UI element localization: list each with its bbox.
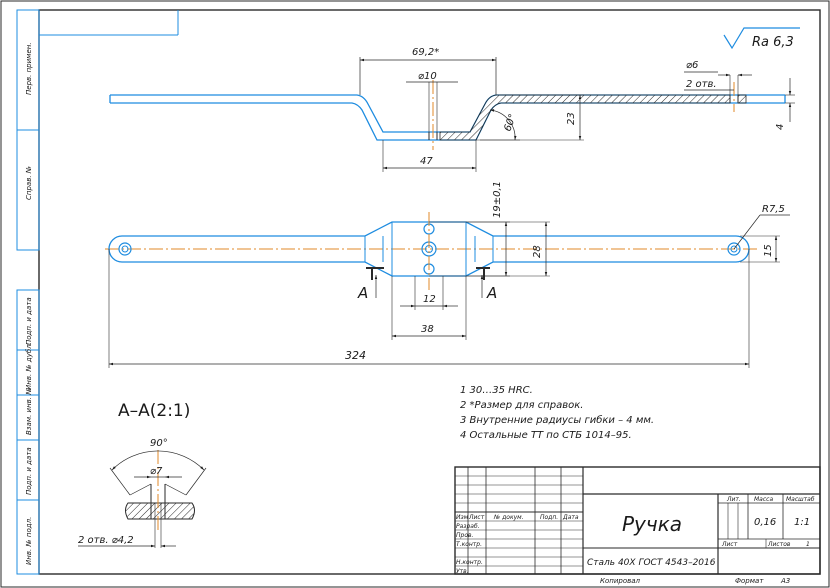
note-1: 1 30…35 HRC. [460,385,533,396]
dim-19: 19±0,1 [492,181,503,218]
row-utv: Утв. [456,568,469,575]
col-date: Дата [562,514,579,521]
side-labels: Перв. примен. Справ. № Подп. и дата Инв.… [25,42,33,565]
mass-label: Масса [754,496,773,503]
side-label-vzam: Взам. инв. № [25,387,33,435]
side-view: 69,2* ⌀10 ⌀6 2 отв. 23 4 47 60° [109,47,795,172]
dim-4: 4 [775,124,786,130]
note-4: 4 Остальные ТТ по СТБ 1014–95. [460,430,632,441]
roughness-sign: Ra 6,3 [723,27,800,50]
note-2: 2 *Размер для справок. [460,400,583,411]
section-title: A–A(2:1) [118,401,190,421]
format-value: А3 [780,577,790,585]
scale-value: 1:1 [794,517,810,528]
side-label-inv-dubl: Инв. № дубл. [25,342,33,390]
section-mark-left: A [357,284,368,302]
side-label-podp2: Подп. и дата [25,447,33,495]
lit-label: Лит. [726,496,741,503]
part-name: Ручка [622,512,682,536]
col-doc: № докум. [493,514,524,521]
dim-d10: ⌀10 [418,71,437,82]
dim-d6: ⌀6 [686,60,698,71]
note-3: 3 Внутренние радиусы гибки – 4 мм. [460,414,654,426]
hole-left [118,242,132,256]
technical-notes: 1 30…35 HRC. 2 *Размер для справок. 3 Вн… [460,385,654,441]
title-block: Изм Лист № докум. Подп. Дата Разраб. Про… [454,466,821,585]
row-razrab: Разраб. [456,523,480,530]
side-label-sprav: Справ. № [25,166,33,200]
section-a-a: A–A(2:1) 90° ⌀7 2 отв. ⌀4,2 [78,401,207,548]
dim-28: 28 [532,245,543,258]
dim-90deg: 90° [150,438,168,449]
dim-60deg: 60° [502,113,518,133]
side-label-inv-podl: Инв. № подл. [25,517,33,565]
dim-38: 38 [421,324,434,335]
dim-15: 15 [763,244,774,257]
copied-label: Копировал [600,577,641,585]
format-label: Формат [735,577,764,585]
dim-d7: ⌀7 [150,466,163,477]
plan-view: 19±0,1 28 R7,5 15 12 38 324 [105,181,790,368]
section-mark-right: A [486,284,497,302]
col-podp: Подп. [540,514,558,521]
dim-12: 12 [423,294,436,305]
material: Сталь 40Х ГОСТ 4543–2016 [587,558,716,568]
row-nkontr: Н.контр. [456,559,483,566]
row-prov: Пров. [456,532,474,539]
col-izm: Изм [456,514,469,521]
hole-right [727,242,741,256]
roughness-value: Ra 6,3 [752,35,794,50]
mass-value: 0,16 [754,517,776,528]
row-tkontr: Т.контр. [456,541,482,548]
dim-47: 47 [420,156,433,167]
dim-r7-5: R7,5 [762,204,785,215]
dim-2-holes: 2 отв. [686,79,717,90]
dim-2-holes-d4-2: 2 отв. ⌀4,2 [78,535,134,546]
dim-69-2: 69,2* [412,47,439,58]
dim-23: 23 [566,112,577,125]
sheets-value: 1 [806,541,810,548]
scale-label: Масштаб [786,496,815,503]
dim-324: 324 [345,349,366,362]
sheets-label: Листов [767,541,791,548]
sheet-label: Лист [721,541,738,548]
col-list: Лист [468,514,485,521]
side-label-podp1: Подп. и дата [25,297,33,345]
side-label-perv: Перв. примен. [25,42,33,95]
